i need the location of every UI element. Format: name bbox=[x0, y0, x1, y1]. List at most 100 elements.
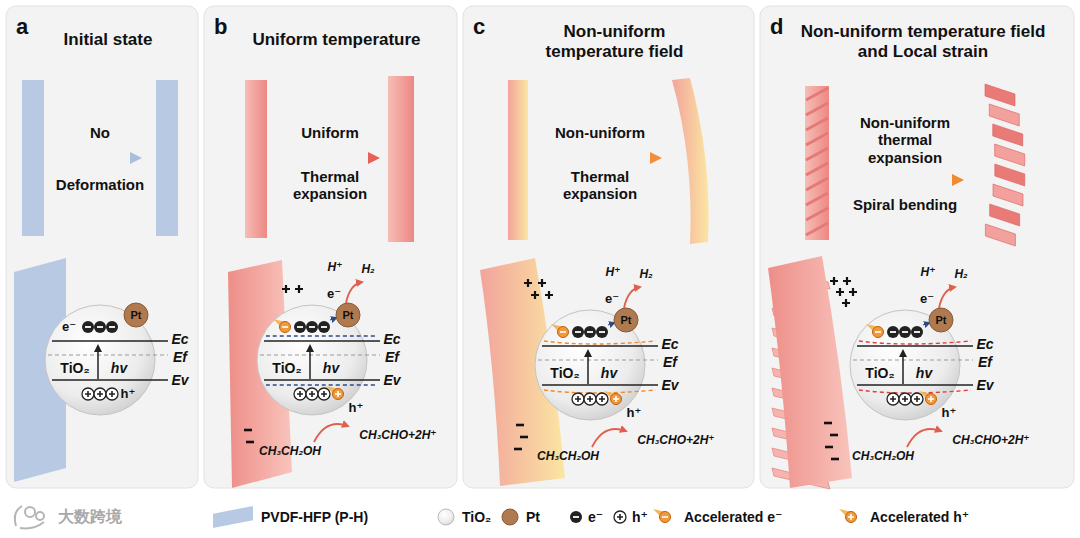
accelerated-carrier bbox=[848, 514, 854, 520]
negative-charge bbox=[830, 434, 838, 437]
reaction-label: H⁺ bbox=[921, 266, 936, 280]
positive-charge bbox=[282, 285, 290, 293]
band-label: Ec bbox=[171, 331, 188, 347]
electron-symbol bbox=[596, 326, 608, 338]
hole-symbol bbox=[890, 396, 896, 402]
panel-letter: a bbox=[16, 14, 28, 39]
process-arrow bbox=[845, 179, 954, 182]
hole-symbol bbox=[318, 388, 330, 400]
particle-group bbox=[850, 287, 973, 447]
accelerated-carrier bbox=[926, 394, 937, 405]
accelerated-carrier bbox=[846, 512, 857, 523]
pt-label: Pt bbox=[336, 303, 360, 327]
carrier-label: e⁻ bbox=[605, 292, 619, 307]
positive-charge bbox=[531, 291, 539, 299]
hole-symbol bbox=[887, 393, 899, 405]
oxidation-arrow bbox=[314, 424, 348, 442]
spiral-segment bbox=[985, 84, 1015, 106]
reaction-label: CH₃CH₂OH bbox=[852, 450, 914, 464]
photon-label: hv bbox=[323, 360, 339, 376]
process-label: Non-uniform bbox=[555, 124, 645, 141]
band-label: Ef bbox=[978, 354, 992, 370]
electron-symbol bbox=[587, 331, 593, 333]
pt-label: Pt bbox=[614, 308, 638, 332]
spiral-segment bbox=[990, 204, 1020, 226]
conduction-band bbox=[542, 345, 658, 347]
carrier-label: h⁺ bbox=[627, 406, 642, 421]
legend-symbol bbox=[497, 506, 523, 528]
positive-charge bbox=[849, 288, 857, 296]
panel-letter: b bbox=[214, 14, 227, 39]
reduction-arrow bbox=[939, 287, 955, 308]
hole-symbol bbox=[902, 396, 908, 402]
twist-stripe bbox=[806, 88, 828, 100]
conduction-band bbox=[52, 340, 168, 342]
electron-symbol bbox=[109, 326, 115, 328]
accelerated-carrier bbox=[611, 394, 622, 405]
band-label: Ev bbox=[383, 372, 400, 388]
valence-band bbox=[52, 379, 168, 381]
hole-symbol bbox=[914, 396, 920, 402]
process-label: Spiral bending bbox=[853, 196, 957, 213]
tio2-particle: TiO₂hv bbox=[850, 310, 960, 420]
positive-charge bbox=[545, 291, 553, 299]
pt-particle: Pt bbox=[336, 303, 360, 327]
accelerated-carrier bbox=[928, 396, 934, 402]
spiral-segment bbox=[993, 184, 1023, 206]
process-label: No bbox=[90, 124, 110, 141]
band-bending bbox=[544, 390, 656, 393]
process-arrow bbox=[58, 157, 132, 160]
electron-symbol bbox=[902, 331, 908, 333]
electron-symbol bbox=[309, 326, 315, 328]
film-strip bbox=[245, 80, 267, 238]
legend-symbol bbox=[502, 509, 518, 525]
tio2-particle: TiO₂hv bbox=[257, 305, 367, 415]
legend-swatch bbox=[213, 506, 253, 528]
valence-band bbox=[857, 384, 973, 386]
legend-text: PVDF-HFP (P-H) bbox=[261, 509, 368, 525]
tio2-particle: TiO₂hv bbox=[535, 310, 645, 420]
electron-symbol bbox=[318, 321, 330, 333]
electron-symbol bbox=[887, 326, 899, 338]
watermark-logo bbox=[20, 522, 44, 528]
electron-symbol bbox=[911, 326, 923, 338]
hole-symbol bbox=[321, 391, 327, 397]
reduction-arrow bbox=[624, 287, 640, 308]
panel-title: Non-uniform temperature field and Local … bbox=[798, 22, 1048, 61]
twist-stripe bbox=[806, 223, 828, 235]
accelerated-carrier bbox=[873, 327, 884, 338]
panel-letter: c bbox=[473, 14, 485, 39]
material-label: TiO₂ bbox=[865, 365, 894, 381]
oxidation-arrow bbox=[907, 429, 941, 447]
hole-symbol bbox=[584, 393, 596, 405]
panel-background bbox=[6, 6, 198, 488]
panel-background bbox=[760, 6, 1074, 488]
electron-transfer bbox=[330, 318, 336, 320]
electron-symbol bbox=[297, 326, 303, 328]
panel-title: Uniform temperature bbox=[224, 30, 449, 50]
process-arrow bbox=[280, 157, 370, 160]
carrier-label: e⁻ bbox=[327, 287, 341, 302]
arrow-head bbox=[952, 174, 964, 186]
watermark-logo bbox=[25, 507, 35, 517]
fermi-level bbox=[48, 354, 168, 355]
particle-group bbox=[257, 282, 380, 442]
negative-charge bbox=[825, 446, 833, 449]
process-label: Thermal expansion bbox=[284, 168, 376, 203]
twist-stripe bbox=[806, 118, 828, 130]
pt-label: Pt bbox=[124, 303, 148, 327]
watermark-logo bbox=[36, 512, 44, 520]
film-strip bbox=[508, 80, 528, 240]
legend-text: Accelerated e⁻ bbox=[684, 509, 782, 525]
electron-symbol bbox=[572, 326, 584, 338]
watermark: 大数跨境 bbox=[58, 508, 122, 526]
hole-symbol bbox=[85, 391, 91, 397]
legend-text: e⁻ bbox=[588, 509, 603, 525]
band-bending bbox=[859, 341, 971, 344]
twist-stripe bbox=[806, 133, 828, 145]
hole-symbol bbox=[297, 391, 303, 397]
hole-symbol bbox=[575, 396, 581, 402]
electron-symbol bbox=[294, 321, 306, 333]
negative-charge bbox=[244, 429, 252, 432]
accelerated-carrier bbox=[280, 322, 291, 333]
